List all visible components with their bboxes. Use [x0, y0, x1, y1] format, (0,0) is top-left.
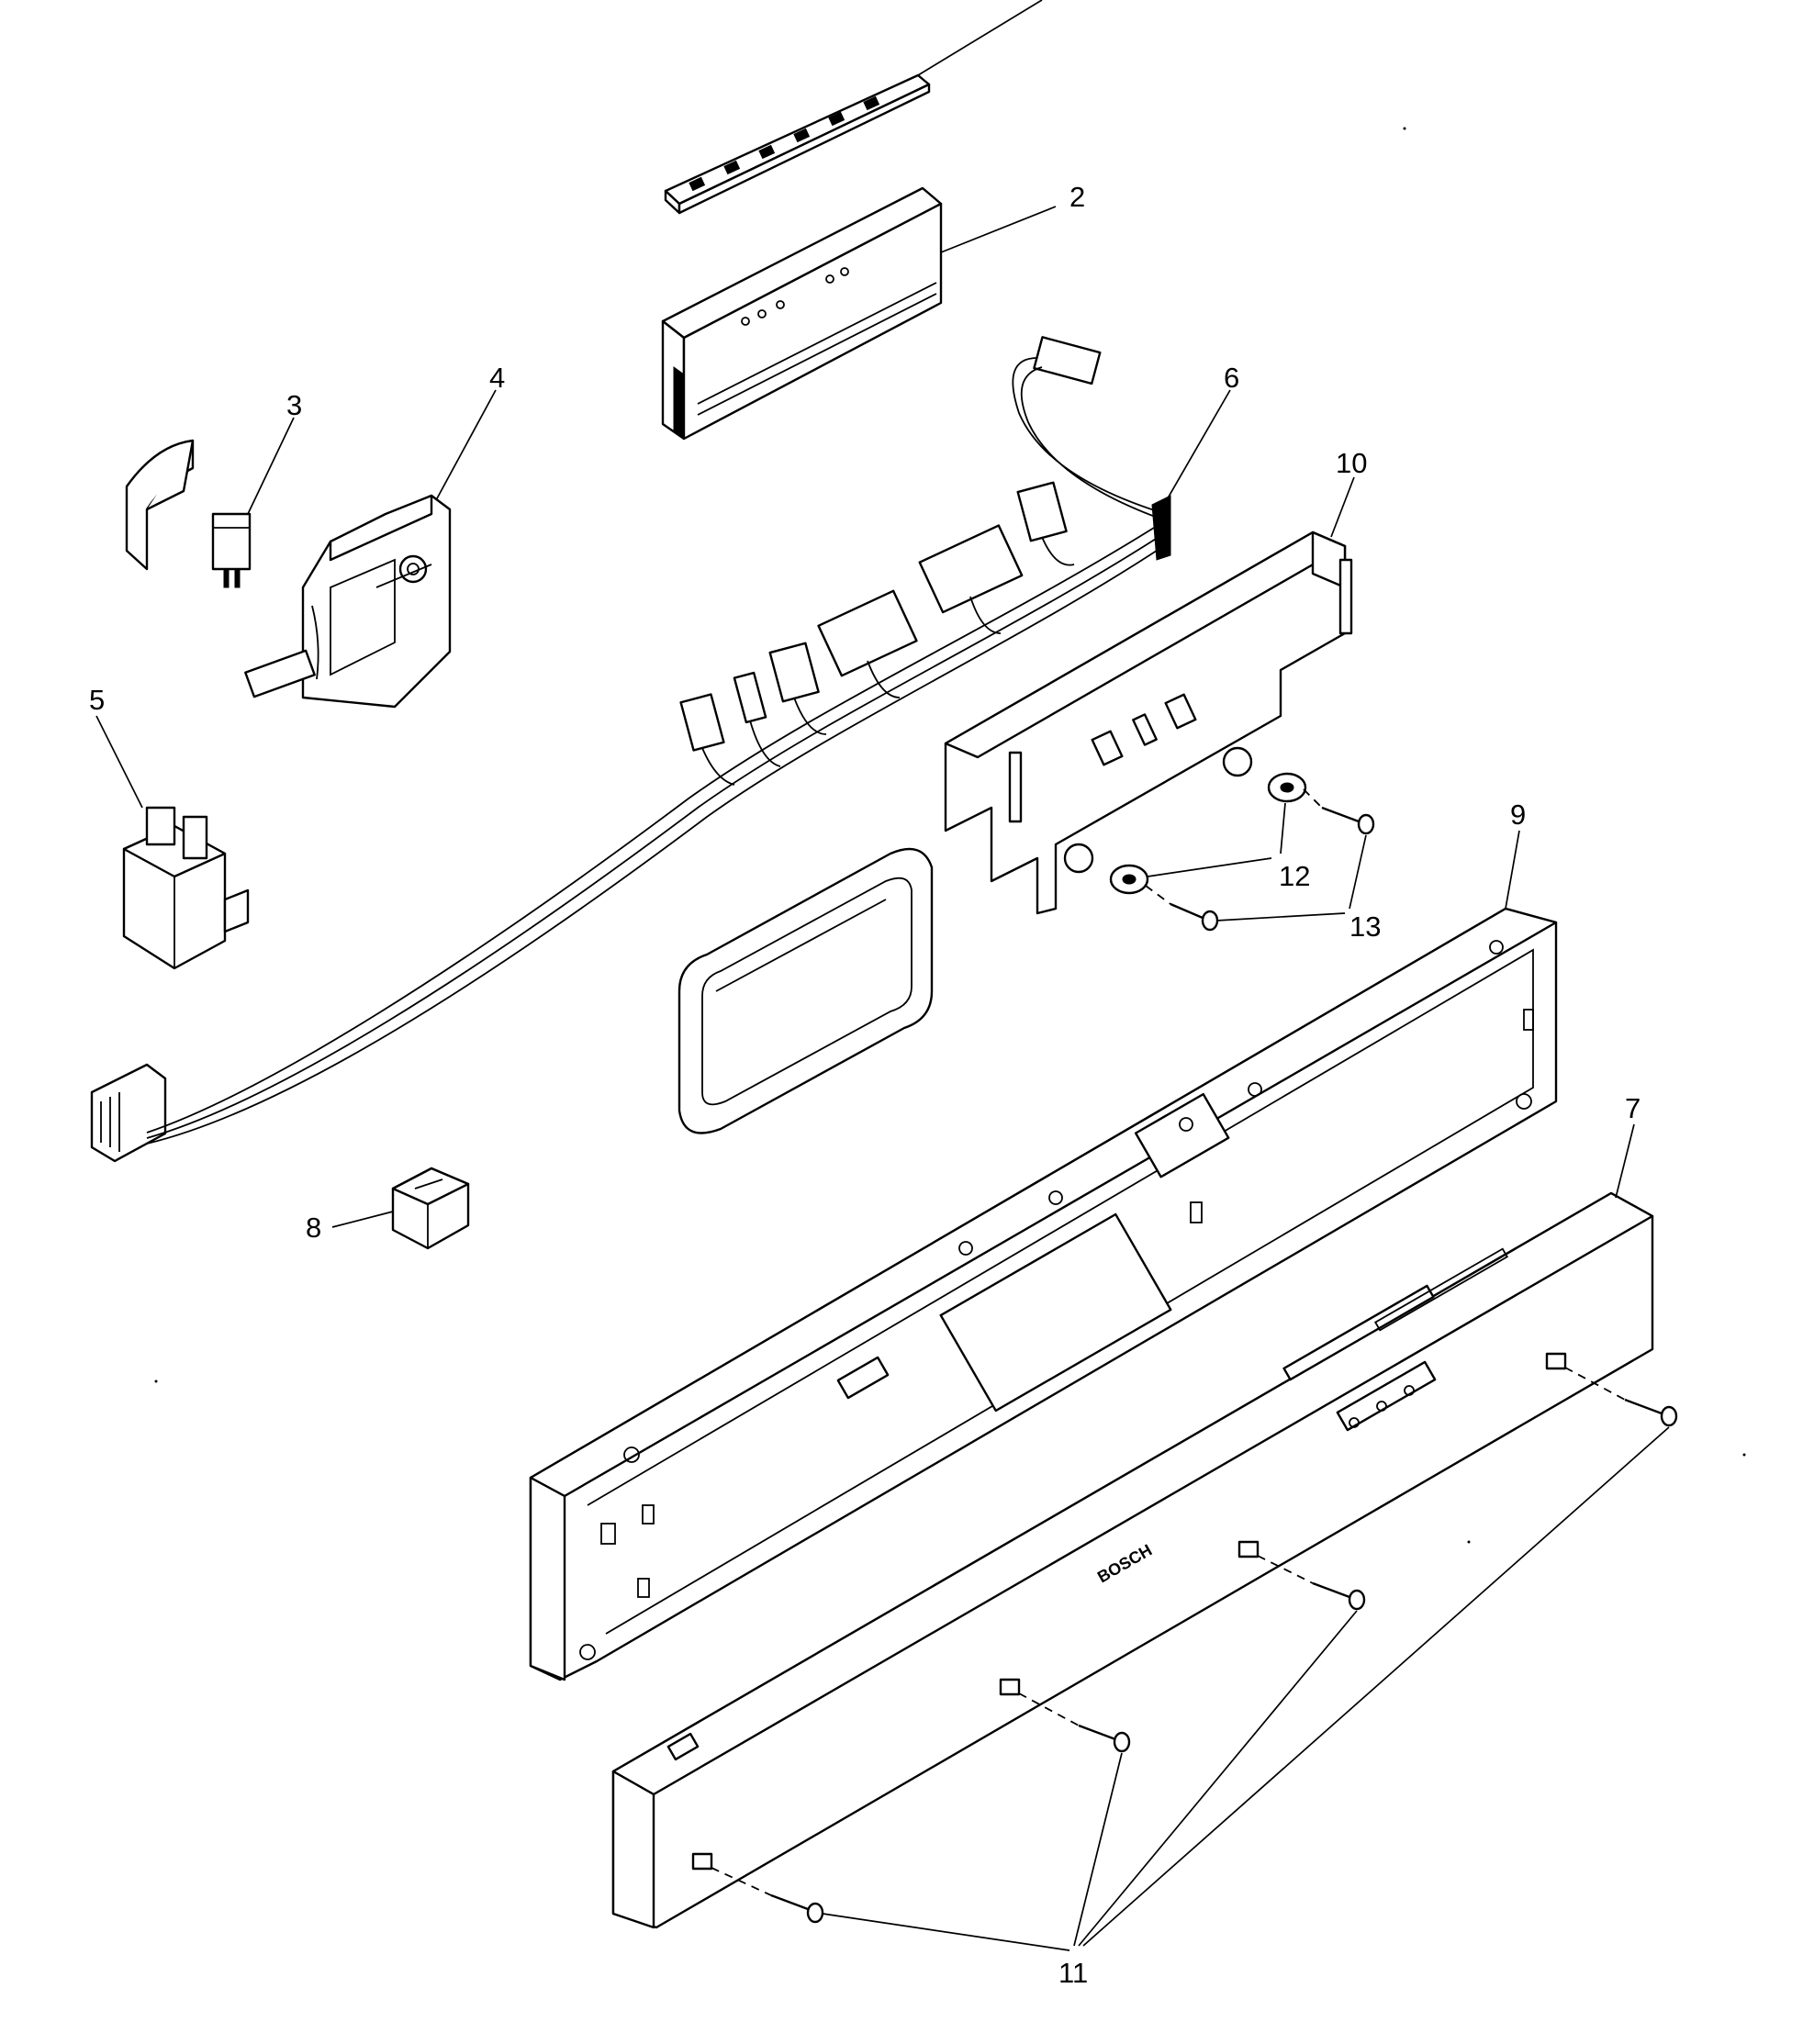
part-8-cube [391, 1167, 470, 1250]
part-7-fascia: BOSCH [611, 1191, 1654, 1929]
scan-speck [154, 1379, 158, 1383]
callout-6: 6 [1224, 362, 1239, 394]
harness-plug-top [1033, 336, 1102, 385]
leader-12b [1280, 802, 1286, 854]
leader-6 [1160, 389, 1231, 510]
callout-4: 4 [489, 362, 505, 394]
leader-13b [1349, 834, 1367, 910]
leader-7 [1615, 1123, 1635, 1199]
leader-11b [1073, 1752, 1123, 1947]
leader-3 [247, 417, 295, 515]
callout-11: 11 [1058, 1957, 1088, 1989]
leader-10 [1330, 476, 1355, 538]
part-9-inner-panel [529, 907, 1558, 1681]
part-3-switch [125, 439, 252, 588]
part-1-keypad-strip [664, 73, 931, 215]
leader-9 [1505, 830, 1520, 910]
scan-speck [1403, 127, 1406, 130]
callout-2: 2 [1069, 181, 1085, 213]
part-5-switch-block [122, 806, 250, 970]
part-6-wire-harness [90, 336, 1171, 1163]
leader-5 [95, 715, 143, 809]
leader-8 [331, 1211, 394, 1228]
callout-13: 13 [1349, 910, 1381, 943]
leader-11d [1082, 1426, 1670, 1947]
scan-speck [1742, 1453, 1746, 1457]
callout-8: 8 [306, 1212, 321, 1244]
leader-2 [940, 206, 1057, 253]
part-11-screws [711, 1367, 1678, 1924]
callout-9: 9 [1510, 799, 1526, 831]
callout-12: 12 [1279, 860, 1310, 892]
harness-plug-left [90, 1063, 167, 1163]
leader-11a [822, 1913, 1070, 1951]
leader-12a [1147, 857, 1272, 877]
leader-1 [917, 0, 1043, 76]
callout-7: 7 [1625, 1092, 1640, 1124]
part-10-bracket [944, 531, 1353, 915]
gasket-frame [677, 847, 934, 1134]
leader-11c [1078, 1610, 1358, 1947]
part-4-door-latch [244, 494, 452, 709]
callout-3: 3 [286, 389, 302, 421]
callout-5: 5 [89, 684, 105, 716]
part-2-control-module [661, 186, 943, 441]
leader-13a [1215, 912, 1346, 921]
part-13-screws [1145, 788, 1375, 932]
scan-speck [1467, 1540, 1471, 1544]
leader-4 [435, 389, 497, 501]
callout-10: 10 [1336, 447, 1367, 479]
part-12-washers [1109, 772, 1307, 895]
